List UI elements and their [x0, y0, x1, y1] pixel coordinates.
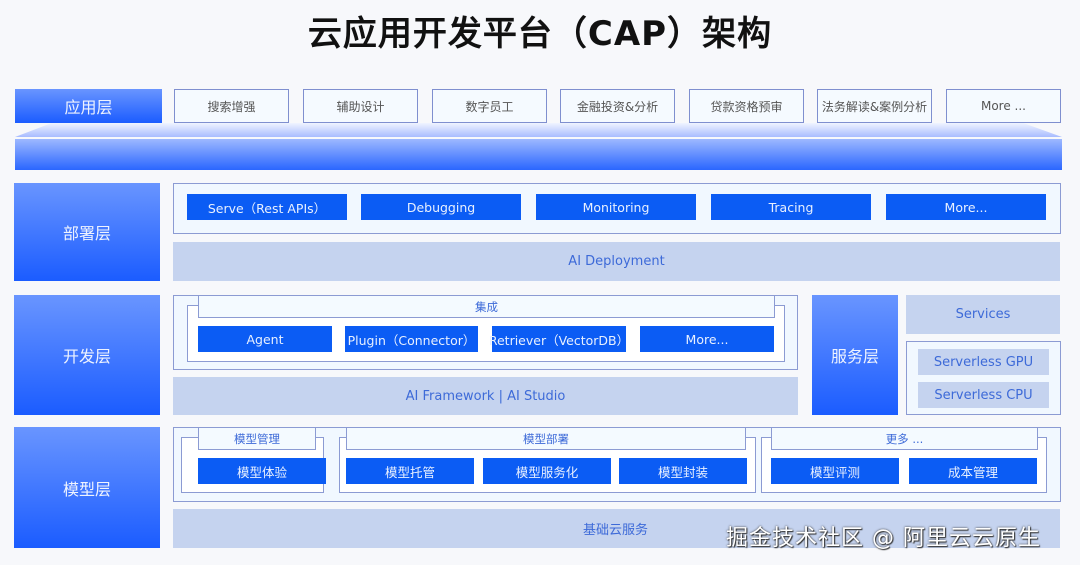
base-cloud-bar: 基础云服务: [173, 509, 1060, 548]
app-layer-trapezoid: [15, 123, 1062, 137]
serve-button[interactable]: Serve（Rest APIs）: [187, 194, 347, 220]
app-item-digital-employee[interactable]: 数字员工: [432, 89, 547, 123]
retriever-button[interactable]: Retriever（VectorDB）: [489, 326, 629, 352]
agent-button[interactable]: Agent: [198, 326, 332, 352]
model-more-title: 更多 ...: [771, 427, 1038, 450]
model-hosting-button[interactable]: 模型托管: [346, 458, 474, 484]
app-layer-label: 应用层: [15, 89, 162, 123]
cost-mgmt-button[interactable]: 成本管理: [909, 458, 1037, 484]
dev-more-button[interactable]: More...: [640, 326, 774, 352]
model-packaging-button[interactable]: 模型封装: [619, 458, 747, 484]
service-layer-label: 服务层: [812, 295, 898, 415]
app-item-search[interactable]: 搜索增强: [174, 89, 289, 123]
watermark: 掘金技术社区 @ 阿里云云原生: [726, 526, 1041, 551]
model-deploy-title: 模型部署: [346, 427, 746, 450]
monitoring-button[interactable]: Monitoring: [536, 194, 696, 220]
ai-deployment-bar: AI Deployment: [173, 242, 1060, 281]
app-layer-band: [15, 139, 1062, 170]
model-trial-button[interactable]: 模型体验: [198, 458, 326, 484]
app-item-design[interactable]: 辅助设计: [303, 89, 418, 123]
model-eval-button[interactable]: 模型评测: [771, 458, 899, 484]
app-item-more[interactable]: More ...: [946, 89, 1061, 123]
debugging-button[interactable]: Debugging: [361, 194, 521, 220]
app-item-loan[interactable]: 贷款资格预审: [689, 89, 804, 123]
deploy-more-button[interactable]: More...: [886, 194, 1046, 220]
app-item-finance[interactable]: 金融投资&分析: [560, 89, 675, 123]
serverless-cpu[interactable]: Serverless CPU: [918, 382, 1049, 408]
deploy-layer-label: 部署层: [14, 183, 160, 281]
services-box: Services: [906, 295, 1060, 334]
ai-framework-bar: AI Framework | AI Studio: [173, 377, 798, 415]
tracing-button[interactable]: Tracing: [711, 194, 871, 220]
model-layer-label: 模型层: [14, 427, 160, 548]
model-serving-button[interactable]: 模型服务化: [483, 458, 611, 484]
base-cloud-label: 基础云服务: [582, 523, 648, 538]
dev-layer-label: 开发层: [14, 295, 160, 415]
app-item-legal[interactable]: 法务解读&案例分析: [817, 89, 932, 123]
serverless-gpu[interactable]: Serverless GPU: [918, 349, 1049, 375]
model-mgmt-title: 模型管理: [198, 427, 316, 450]
page-title: 云应用开发平台（CAP）架构: [307, 14, 773, 54]
plugin-button[interactable]: Plugin（Connector）: [345, 326, 478, 352]
integration-group-title: 集成: [198, 295, 775, 318]
